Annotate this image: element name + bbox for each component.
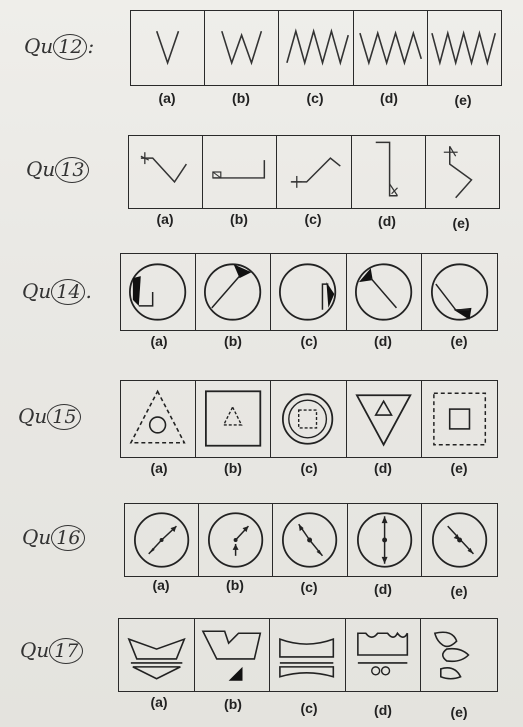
question-prefix: Qu <box>18 404 47 428</box>
figure-d[interactable] <box>348 504 422 576</box>
option-label-b: (b) <box>204 90 278 106</box>
figure-strip <box>128 135 500 209</box>
figure-e[interactable] <box>422 381 497 457</box>
option-label-b: (b) <box>196 696 270 712</box>
figure-d[interactable] <box>347 254 422 330</box>
figure-c[interactable] <box>271 254 346 330</box>
figure-b[interactable] <box>199 504 273 576</box>
figure-b[interactable] <box>196 254 271 330</box>
figure-b[interactable] <box>203 136 277 208</box>
question-prefix: Qu <box>24 34 53 58</box>
option-label-b: (b) <box>196 333 270 349</box>
option-label-e: (e) <box>422 333 496 349</box>
figure-c[interactable] <box>270 619 345 691</box>
option-label-d: (d) <box>346 581 420 597</box>
question-punct: : <box>87 34 94 58</box>
figure-strip <box>130 10 502 86</box>
question-prefix: Qu <box>22 279 51 303</box>
figure-d[interactable] <box>347 381 422 457</box>
option-label-a: (a) <box>128 211 202 227</box>
option-label-a: (a) <box>122 333 196 349</box>
option-label-c: (c) <box>272 460 346 476</box>
figure-a[interactable] <box>131 11 205 85</box>
question-number: 14 <box>51 279 85 305</box>
option-label-c: (c) <box>278 90 352 106</box>
figure-e[interactable] <box>422 504 497 576</box>
option-label-d: (d) <box>346 702 420 718</box>
option-label-e: (e) <box>422 704 496 720</box>
figure-c[interactable] <box>273 504 347 576</box>
question-number: 17 <box>49 638 83 664</box>
option-label-b: (b) <box>202 211 276 227</box>
option-label-a: (a) <box>130 90 204 106</box>
option-label-a: (a) <box>124 577 198 593</box>
option-label-b: (b) <box>196 460 270 476</box>
figure-b[interactable] <box>195 619 270 691</box>
question-prefix: Qu <box>22 525 51 549</box>
figure-c[interactable] <box>277 136 351 208</box>
figure-strip <box>124 503 498 577</box>
figure-a[interactable] <box>129 136 203 208</box>
option-label-a: (a) <box>122 694 196 710</box>
option-label-c: (c) <box>272 700 346 716</box>
option-label-e: (e) <box>426 92 500 108</box>
figure-c[interactable] <box>271 381 346 457</box>
question-prefix: Qu <box>26 157 55 181</box>
question-number: 13 <box>55 157 89 183</box>
figure-e[interactable] <box>426 136 499 208</box>
option-label-c: (c) <box>276 211 350 227</box>
figure-strip <box>120 253 498 331</box>
question-number: 12 <box>53 34 87 60</box>
figure-e[interactable] <box>422 254 497 330</box>
figure-a[interactable] <box>121 381 196 457</box>
figure-c[interactable] <box>279 11 353 85</box>
option-label-d: (d) <box>350 213 424 229</box>
figure-d[interactable] <box>352 136 426 208</box>
figure-strip <box>120 380 498 458</box>
question-punct: . <box>85 279 91 303</box>
option-label-d: (d) <box>346 460 420 476</box>
option-label-e: (e) <box>422 460 496 476</box>
option-label-c: (c) <box>272 579 346 595</box>
question-number: 15 <box>47 404 81 430</box>
figure-e[interactable] <box>428 11 501 85</box>
figure-a[interactable] <box>121 254 196 330</box>
option-label-a: (a) <box>122 460 196 476</box>
figure-b[interactable] <box>196 381 271 457</box>
question-prefix: Qu <box>20 638 49 662</box>
figure-a[interactable] <box>125 504 199 576</box>
option-label-e: (e) <box>422 583 496 599</box>
option-label-b: (b) <box>198 577 272 593</box>
option-label-d: (d) <box>346 333 420 349</box>
option-label-d: (d) <box>352 90 426 106</box>
figure-strip <box>118 618 498 692</box>
figure-d[interactable] <box>354 11 428 85</box>
figure-e[interactable] <box>421 619 497 691</box>
option-label-e: (e) <box>424 215 498 231</box>
option-label-c: (c) <box>272 333 346 349</box>
question-number: 16 <box>51 525 85 551</box>
figure-a[interactable] <box>119 619 195 691</box>
figure-d[interactable] <box>346 619 421 691</box>
figure-b[interactable] <box>205 11 279 85</box>
